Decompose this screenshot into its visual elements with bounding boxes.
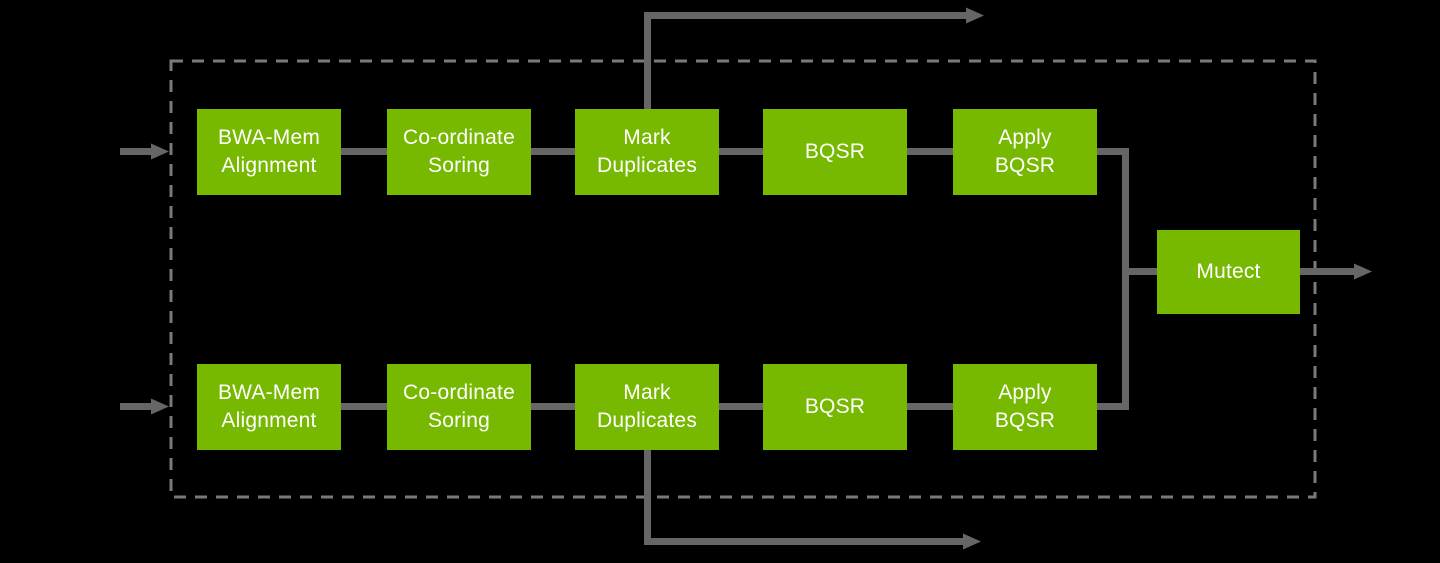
node-bwa-mem-alignment-top: BWA-Mem Alignment xyxy=(197,109,341,195)
node-apply-bqsr-top: Apply BQSR xyxy=(953,109,1097,195)
arrowhead-markdup-top-output-icon xyxy=(966,7,984,24)
node-mark-duplicates-top: Mark Duplicates xyxy=(575,109,719,195)
node-mark-duplicates-bottom: Mark Duplicates xyxy=(575,364,719,450)
node-bqsr-top: BQSR xyxy=(763,109,907,195)
node-apply-bqsr-bottom: Apply BQSR xyxy=(953,364,1097,450)
node-mutect: Mutect xyxy=(1157,230,1300,314)
node-bwa-mem-alignment-bottom: BWA-Mem Alignment xyxy=(197,364,341,450)
arrowhead-markdup-bottom-output-icon xyxy=(963,533,981,550)
edge-markdup-bottom-output xyxy=(644,450,963,545)
edge-applybqsr-merge-bus xyxy=(1097,148,1129,410)
node-co-ordinate-soring-top: Co-ordinate Soring xyxy=(387,109,531,195)
edge-markdup-top-output xyxy=(644,12,966,109)
pipeline-boundary-dashed-box xyxy=(169,59,1317,499)
arrowhead-input-top-icon xyxy=(151,143,169,160)
node-co-ordinate-soring-bottom: Co-ordinate Soring xyxy=(387,364,531,450)
arrowhead-mutect-output-icon xyxy=(1354,263,1372,280)
arrowhead-input-bottom-icon xyxy=(151,398,169,415)
node-bqsr-bottom: BQSR xyxy=(763,364,907,450)
